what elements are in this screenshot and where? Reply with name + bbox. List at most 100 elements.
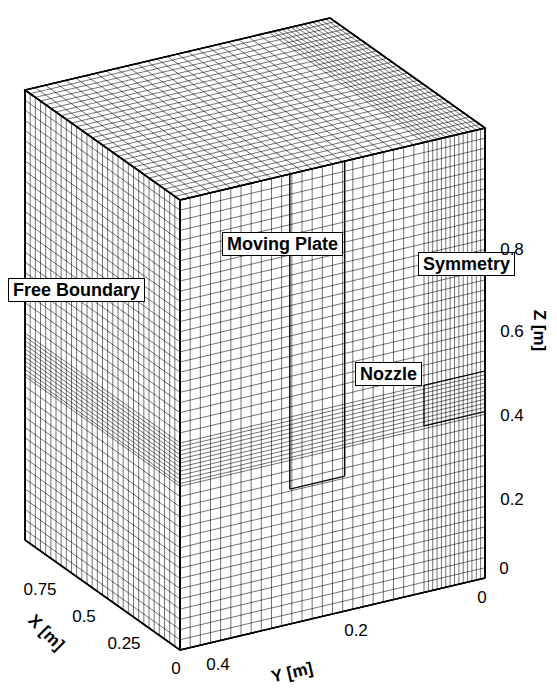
tick-label: 0.6: [500, 322, 524, 341]
mesh-line: [180, 445, 485, 517]
mesh-line: [87, 134, 88, 584]
front-face: [180, 128, 485, 650]
mesh-line: [123, 160, 124, 610]
mesh-line: [25, 407, 180, 517]
mesh-line: [25, 303, 180, 413]
mesh-line: [25, 110, 180, 220]
mesh-line: [45, 105, 46, 555]
mesh-line: [25, 90, 26, 540]
mesh-line: [25, 448, 180, 558]
tick-label: 0.8: [500, 240, 524, 259]
mesh-line: [180, 200, 181, 650]
mesh-line: [180, 128, 485, 200]
region-label: Free Boundary: [8, 278, 145, 302]
tick-label: 0.5: [72, 607, 96, 626]
mesh-line: [282, 29, 437, 139]
mesh-line: [180, 568, 485, 640]
mesh-line: [180, 558, 485, 630]
mesh-line: [471, 131, 472, 581]
mesh-line: [149, 178, 150, 628]
region-name: Symmetry: [423, 254, 510, 274]
mesh-line: [458, 134, 459, 584]
mesh-line: [25, 323, 180, 433]
mesh-line: [25, 212, 180, 322]
mesh-line: [180, 476, 485, 548]
mesh-line: [71, 123, 72, 573]
mesh-line: [286, 28, 441, 138]
mesh-line: [45, 85, 200, 195]
mesh-line: [437, 139, 438, 589]
mesh-line: [428, 141, 429, 591]
mesh-line: [66, 119, 67, 569]
mesh-line: [112, 152, 113, 602]
axis-title: Z [m]: [530, 309, 549, 351]
mesh-line: [454, 135, 455, 585]
tick-label: 0.4: [500, 406, 524, 425]
mesh-line: [30, 94, 31, 544]
mesh-line: [133, 167, 134, 617]
box-edge: [180, 578, 485, 650]
mesh-line: [25, 151, 180, 261]
mesh-line: [432, 140, 433, 590]
mesh-line: [180, 200, 181, 650]
mesh-line: [61, 116, 62, 566]
mesh-line: [25, 313, 180, 423]
mesh-line: [180, 387, 485, 459]
mesh-line: [308, 23, 463, 133]
box-edge: [24, 90, 26, 540]
plate-edge: [290, 476, 345, 489]
mesh-line: [35, 97, 36, 547]
mesh-line: [25, 345, 180, 455]
mesh-line: [180, 403, 485, 475]
mesh-line: [278, 30, 433, 140]
mesh-line: [25, 252, 180, 362]
mesh-line: [180, 486, 485, 558]
mesh-line: [169, 193, 170, 643]
tick-label: 0: [171, 659, 180, 678]
mesh-line: [317, 21, 472, 131]
mesh-line: [25, 509, 180, 619]
mesh-line: [441, 138, 442, 588]
nozzle-edge: [424, 371, 485, 385]
mesh-line: [25, 181, 180, 291]
mesh-line: [159, 185, 160, 635]
mesh-line: [164, 189, 165, 639]
mesh-line: [450, 136, 451, 586]
mesh-line: [25, 376, 180, 486]
tick-label: 0: [477, 588, 486, 607]
mesh-line: [476, 130, 477, 580]
mesh-line: [25, 387, 180, 497]
mesh-line: [445, 137, 446, 587]
mesh-line: [180, 517, 485, 589]
mesh-line: [25, 337, 180, 447]
tick-label: 0.4: [206, 655, 230, 674]
region-label: Nozzle: [355, 362, 422, 386]
mesh-line: [180, 399, 485, 471]
mesh-line: [25, 341, 180, 451]
mesh-line: [102, 145, 103, 595]
box-edge: [25, 18, 330, 90]
mesh-line: [180, 379, 485, 451]
region-name: Nozzle: [360, 364, 417, 384]
mesh-line: [321, 20, 476, 130]
mesh-line: [467, 132, 468, 582]
mesh-line: [180, 407, 485, 479]
mesh-line: [25, 397, 180, 507]
mesh-line: [180, 547, 485, 619]
mesh-line: [180, 395, 485, 467]
mesh-line: [25, 161, 180, 271]
mesh-line: [40, 101, 41, 551]
mesh-line: [118, 156, 119, 606]
axis-title: X [m]: [24, 610, 67, 653]
mesh-line: [128, 163, 129, 613]
tick-label: 0.2: [344, 621, 368, 640]
box-edge: [180, 128, 485, 200]
mesh-line: [154, 182, 155, 632]
mesh-line: [485, 128, 486, 578]
mesh-line: [180, 128, 485, 200]
nozzle-edge: [424, 412, 485, 426]
region-name: Moving Plate: [227, 234, 338, 254]
mesh-line: [25, 438, 180, 548]
